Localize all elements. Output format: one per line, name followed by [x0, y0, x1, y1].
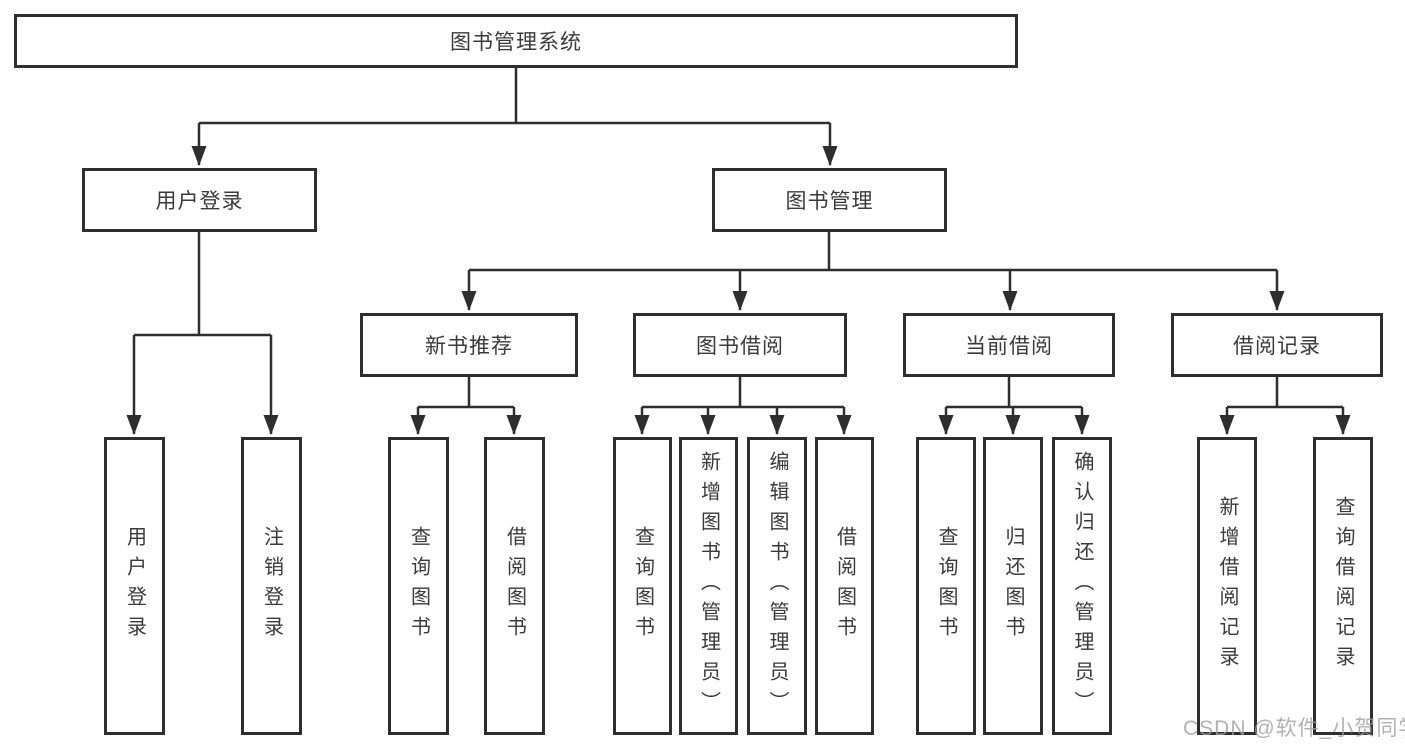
connector-current-borrowing [938, 377, 1090, 435]
connector-book-borrowing [634, 377, 852, 435]
leaf-query-books-borrowing-label: 查询图书 [631, 526, 654, 646]
leaf-query-books-borrowing: 查询图书 [613, 437, 672, 735]
leaf-add-book-admin-label: 新增图书（管理员） [697, 451, 720, 721]
leaf-borrow-books-recommend: 借阅图书 [484, 437, 545, 735]
node-book-borrowing: 图书借阅 [633, 313, 847, 377]
leaf-query-books-current: 查询图书 [916, 437, 976, 735]
node-root: 图书管理系统 [14, 14, 1018, 68]
node-book-management: 图书管理 [712, 168, 947, 232]
node-borrowing-records-label: 借阅记录 [1233, 335, 1321, 358]
leaf-query-books-recommend-label: 查询图书 [407, 526, 430, 646]
connector-root [191, 68, 838, 166]
node-user-login: 用户登录 [82, 168, 317, 232]
leaf-logout-label: 注销登录 [260, 526, 283, 646]
leaf-add-borrow-record: 新增借阅记录 [1197, 437, 1257, 735]
node-borrowing-records: 借阅记录 [1171, 313, 1383, 377]
node-current-borrowing-label: 当前借阅 [965, 335, 1053, 358]
leaf-borrow-books-borrowing: 借阅图书 [815, 437, 874, 735]
node-book-management-label: 图书管理 [785, 190, 874, 213]
leaf-add-book-admin: 新增图书（管理员） [679, 437, 738, 735]
leaf-query-books-current-label: 查询图书 [935, 526, 957, 646]
leaf-add-borrow-record-label: 新增借阅记录 [1216, 496, 1238, 676]
leaf-query-books-recommend: 查询图书 [388, 437, 449, 735]
leaf-confirm-return-admin-label: 确认归还（管理员） [1071, 451, 1093, 721]
connector-borrowing-records [1219, 377, 1351, 435]
leaf-return-books-label: 归还图书 [1002, 526, 1024, 646]
node-user-login-label: 用户登录 [155, 190, 244, 213]
node-book-borrowing-label: 图书借阅 [696, 335, 784, 358]
leaf-borrow-books-recommend-label: 借阅图书 [503, 526, 526, 646]
node-new-book-recommend-label: 新书推荐 [425, 335, 513, 358]
leaf-edit-book-admin: 编辑图书（管理员） [747, 437, 807, 735]
leaf-borrow-books-borrowing-label: 借阅图书 [833, 526, 856, 646]
node-new-book-recommend: 新书推荐 [360, 313, 578, 377]
leaf-return-books: 归还图书 [983, 437, 1043, 735]
node-root-label: 图书管理系统 [450, 31, 582, 54]
leaf-user-login-label: 用户登录 [123, 526, 146, 646]
connector-new-book-recommend [410, 377, 522, 435]
leaf-query-borrow-record: 查询借阅记录 [1313, 437, 1373, 735]
leaf-query-borrow-record-label: 查询借阅记录 [1332, 496, 1354, 676]
leaf-confirm-return-admin: 确认归还（管理员） [1052, 437, 1112, 735]
leaf-edit-book-admin-label: 编辑图书（管理员） [766, 451, 788, 721]
node-current-borrowing: 当前借阅 [903, 313, 1115, 377]
csdn-watermark: CSDN @软件_小贺同学 [1183, 717, 1405, 740]
connector-book-management [461, 232, 1285, 311]
leaf-user-login: 用户登录 [104, 437, 165, 735]
connector-user-login [126, 232, 279, 435]
leaf-logout: 注销登录 [241, 437, 302, 735]
